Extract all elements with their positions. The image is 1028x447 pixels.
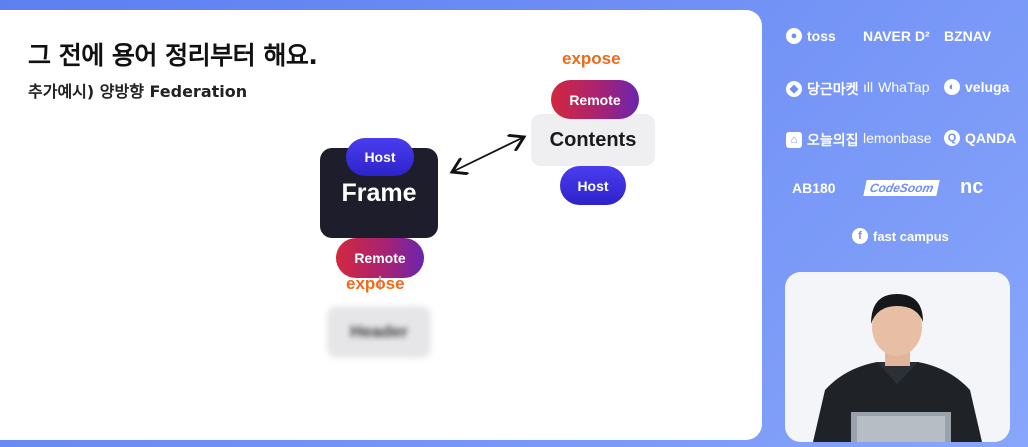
header-label: Header: [350, 322, 408, 341]
contents-host-label: Host: [577, 177, 609, 194]
contents-label: Contents: [549, 128, 637, 151]
bidirectional-arrow: [0, 10, 762, 440]
contents-box: Contents: [531, 114, 655, 166]
sponsor-logo-daangn: ◆ 당근마켓: [786, 79, 859, 99]
sponsor-logo-naver-d2: NAVER D²: [863, 28, 930, 44]
speaker-webcam: [785, 272, 1010, 442]
sponsor-logo-whatap: ıll WhaTap: [863, 79, 930, 95]
frame-host-pill: Host: [346, 138, 414, 176]
slide-title: 그 전에 용어 정리부터 해요.: [28, 41, 318, 70]
contents-remote-pill: Remote: [551, 80, 639, 119]
contents-expose-label: expose: [562, 49, 621, 68]
sponsor-logos: ● toss NAVER D² BZNAV ◆ 당근마켓 ıll WhaTap …: [772, 18, 1028, 258]
header-box: Header: [327, 306, 431, 358]
sponsor-logo-lemonbase: lemonbase: [863, 130, 932, 146]
frame-remote-label: Remote: [354, 250, 406, 266]
sponsor-logo-nc: nc: [960, 176, 984, 198]
toss-icon: ●: [786, 28, 802, 44]
sponsor-logo-fastcampus: f fast campus: [852, 228, 949, 244]
sponsor-logo-veluga: ◐ veluga: [944, 79, 1009, 95]
frame-host-label: Host: [364, 149, 396, 165]
sponsor-logo-ab180: AB180: [792, 180, 836, 196]
whatap-icon: ıll: [863, 79, 874, 95]
frame-label: Frame: [341, 178, 417, 207]
fastcampus-icon: f: [852, 228, 868, 244]
slide-subtitle: 추가예시) 양방향 Federation: [28, 82, 248, 101]
speaker-video-image: [785, 272, 1010, 442]
sponsor-logo-ohouse: ⌂ 오늘의집: [786, 130, 859, 150]
sponsor-logo-codesoom: CodeSoom: [863, 180, 941, 196]
sponsor-logo-bznav: BZNAV: [944, 28, 992, 44]
presentation-slide: 그 전에 용어 정리부터 해요. 추가예시) 양방향 Federation Fr…: [0, 10, 762, 440]
house-icon: ⌂: [786, 132, 802, 148]
contents-host-pill: Host: [560, 166, 626, 205]
qanda-icon: Q: [944, 130, 960, 146]
frame-expose-label: expose: [346, 274, 405, 293]
connector-line: [379, 276, 381, 290]
sponsor-logo-toss: ● toss: [786, 28, 836, 44]
frame-remote-pill: Remote: [336, 238, 424, 278]
contents-remote-label: Remote: [569, 91, 621, 108]
sponsor-logo-qanda: Q QANDA: [944, 130, 1016, 146]
veluga-icon: ◐: [944, 79, 960, 95]
carrot-icon: ◆: [786, 81, 802, 97]
